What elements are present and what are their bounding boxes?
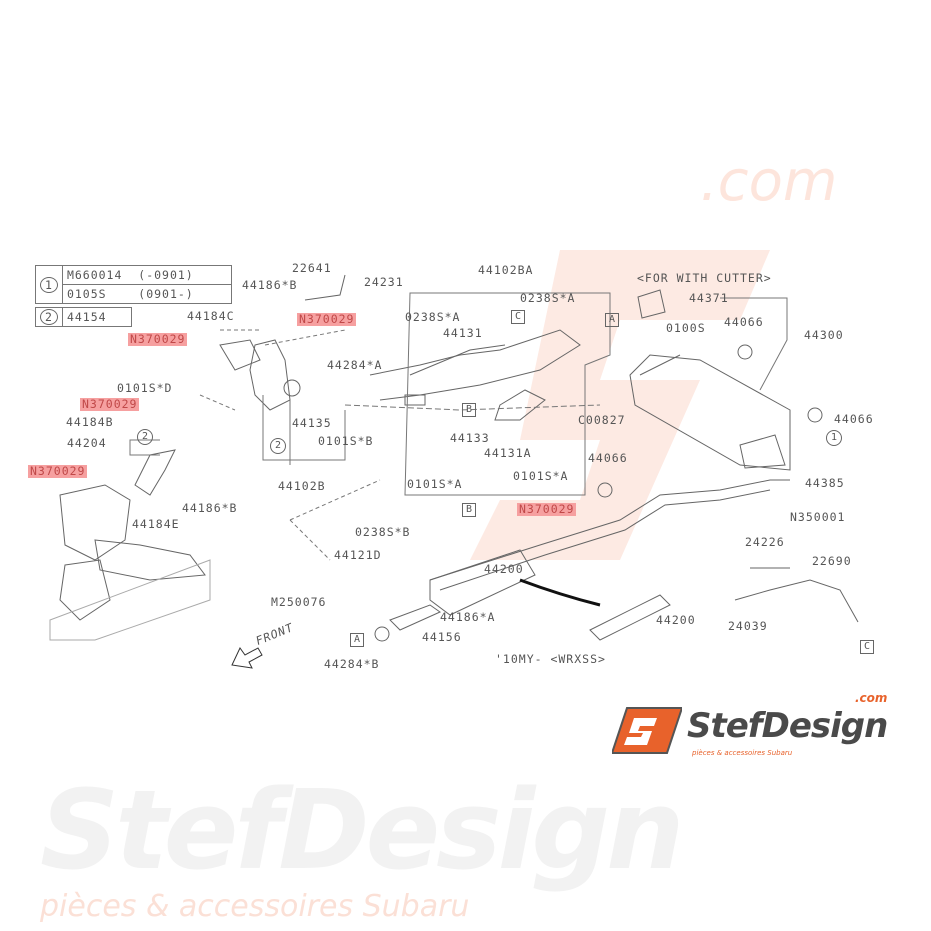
part-label[interactable]: 44184C bbox=[187, 309, 235, 323]
part-label[interactable]: 0101S*A bbox=[407, 477, 463, 491]
part-label[interactable]: 44186*B bbox=[182, 501, 238, 515]
legend-range: (-0901) bbox=[138, 268, 194, 282]
highlighted-part-label[interactable]: N370029 bbox=[128, 332, 188, 346]
part-label[interactable]: 0238S*B bbox=[355, 525, 411, 539]
part-label[interactable]: 0238S*A bbox=[405, 310, 461, 324]
center-pipe bbox=[369, 329, 581, 421]
part-label[interactable]: 44156 bbox=[422, 630, 462, 644]
ref-box-b: B bbox=[462, 403, 476, 417]
part-label[interactable]: 44102BA bbox=[478, 263, 534, 277]
part-label[interactable]: 0101S*B bbox=[318, 434, 374, 448]
part-label[interactable]: 22690 bbox=[812, 554, 852, 568]
part-label[interactable]: 44184E bbox=[132, 517, 180, 531]
logo-name: StefDesign bbox=[687, 706, 888, 746]
part-label[interactable]: 44121D bbox=[334, 548, 382, 562]
part-label[interactable]: 0238S*A bbox=[520, 291, 576, 305]
rear-muffler bbox=[597, 289, 823, 498]
variant-note: <FOR WITH CUTTER> bbox=[637, 271, 772, 285]
part-label[interactable]: 44131A bbox=[484, 446, 532, 460]
sd-logo-mark bbox=[610, 707, 684, 754]
part-label[interactable]: 44184B bbox=[66, 415, 114, 429]
part-label[interactable]: C00827 bbox=[578, 413, 626, 427]
legend-part: 0105S bbox=[66, 287, 107, 301]
stefdesign-logo: StefDesign .com pièces & accessoires Sub… bbox=[610, 691, 922, 763]
part-label[interactable]: 44284*A bbox=[327, 358, 383, 372]
part-label[interactable]: 44135 bbox=[292, 416, 332, 430]
part-label[interactable]: 24226 bbox=[745, 535, 785, 549]
legend-symbol-1: 1 bbox=[40, 276, 58, 293]
part-label[interactable]: 24039 bbox=[728, 619, 768, 633]
part-label[interactable]: 44204 bbox=[67, 436, 107, 450]
part-label[interactable]: 44371 bbox=[689, 291, 729, 305]
catalytic-converter-front bbox=[219, 339, 301, 411]
ref-box-a: A bbox=[350, 633, 364, 647]
part-label[interactable]: 0101S*D bbox=[117, 381, 173, 395]
part-label[interactable]: 44300 bbox=[804, 328, 844, 342]
legend-part: 44154 bbox=[66, 310, 107, 324]
watermark-text: StefDesign bbox=[40, 766, 684, 894]
part-label[interactable]: 0100S bbox=[666, 321, 706, 335]
part-label[interactable]: 44066 bbox=[588, 451, 628, 465]
front-arrow bbox=[231, 647, 263, 669]
ref-box-b: B bbox=[462, 503, 476, 517]
part-label[interactable]: 44200 bbox=[484, 562, 524, 576]
ref-box-a: A bbox=[605, 313, 619, 327]
front-downpipe bbox=[49, 449, 211, 641]
logo-tagline: pièces & accessoires Subaru bbox=[692, 749, 793, 757]
legend-range: (0901-) bbox=[138, 287, 194, 301]
part-label[interactable]: 44186*A bbox=[440, 610, 496, 624]
watermark-com: .com bbox=[700, 149, 838, 214]
circled-ref-1: 1 bbox=[826, 430, 842, 446]
highlighted-part-label[interactable]: N370029 bbox=[80, 397, 140, 411]
part-label[interactable]: 44133 bbox=[450, 431, 490, 445]
legend-symbol-2: 2 bbox=[40, 309, 58, 325]
highlighted-part-label[interactable]: N370029 bbox=[517, 502, 577, 516]
part-label[interactable]: 22641 bbox=[292, 261, 332, 275]
part-label[interactable]: 44186*B bbox=[242, 278, 298, 292]
ref-box-c: C bbox=[860, 640, 874, 654]
part-label[interactable]: 44385 bbox=[805, 476, 845, 490]
part-label[interactable]: 44131 bbox=[443, 326, 483, 340]
legend-part: M660014 bbox=[66, 268, 123, 282]
part-label[interactable]: 0101S*A bbox=[513, 469, 569, 483]
variant-note: '10MY- <WRXSS> bbox=[495, 652, 606, 666]
part-label[interactable]: N350001 bbox=[790, 510, 846, 524]
highlighted-part-label[interactable]: N370029 bbox=[28, 464, 88, 478]
part-label[interactable]: 44066 bbox=[724, 315, 764, 329]
circled-ref-2: 2 bbox=[137, 429, 153, 445]
rear-pipe bbox=[429, 479, 790, 591]
watermark-subtitle: pièces & accessoires Subaru bbox=[40, 889, 470, 924]
part-label[interactable]: 44284*B bbox=[324, 657, 380, 671]
sensors bbox=[304, 274, 859, 623]
circled-ref-2: 2 bbox=[270, 438, 286, 454]
legend-table: 1 M660014 (-0901) 0105S (0901-) 2 44154 bbox=[35, 265, 232, 327]
center-muffler bbox=[374, 549, 671, 642]
leader-lines bbox=[129, 292, 788, 561]
logo-com: .com bbox=[855, 691, 888, 705]
ref-box-c: C bbox=[511, 310, 525, 324]
part-label[interactable]: 44066 bbox=[834, 412, 874, 426]
highlighted-part-label[interactable]: N370029 bbox=[297, 312, 357, 326]
part-label[interactable]: 44200 bbox=[656, 613, 696, 627]
part-label[interactable]: 44102B bbox=[278, 479, 326, 493]
part-label[interactable]: M250076 bbox=[271, 595, 327, 609]
part-label[interactable]: 24231 bbox=[364, 275, 404, 289]
